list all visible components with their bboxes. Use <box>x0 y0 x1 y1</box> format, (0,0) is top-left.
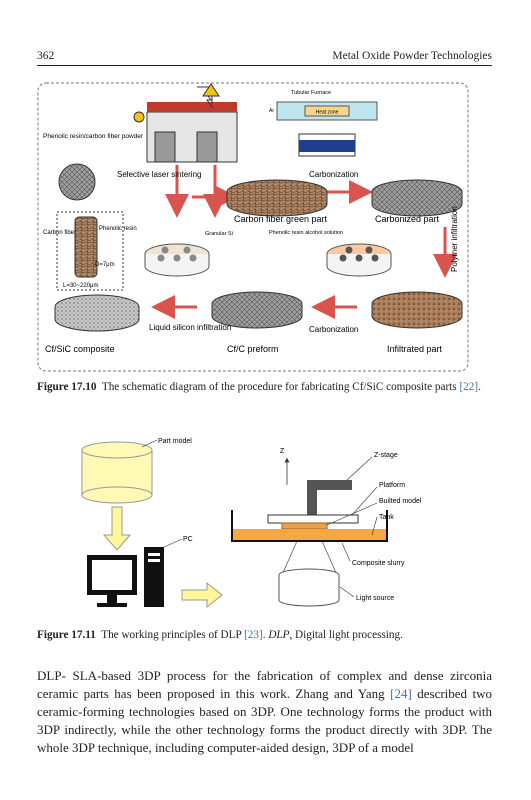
svg-text:Carbon fiber: Carbon fiber <box>43 230 76 236</box>
figure-17-10: Tubular Furnace Heat zone Ar Phenolic re… <box>37 82 469 372</box>
figure-frame <box>37 82 469 372</box>
dlp-apparatus <box>231 457 388 607</box>
figure-17-11-caption: Figure 17.11 The working principles of D… <box>37 629 403 641</box>
svg-text:Phenolic resin: Phenolic resin <box>99 226 137 232</box>
citation-link[interactable]: [22] <box>459 381 479 393</box>
carbonization-bottom-label: Carbonization <box>309 325 358 334</box>
citation-link[interactable]: [24] <box>390 686 412 701</box>
svg-text:L=30~220μm: L=30~220μm <box>63 283 98 289</box>
resin-dish <box>326 243 392 277</box>
fiber-detail: Carbon fiber Phenolic resin D=7μm L=30~2… <box>43 211 137 291</box>
preform-label: Cf/C preform <box>227 344 279 354</box>
composite-label: Cf/SiC composite <box>45 344 115 354</box>
polymer-infiltration-label: Polymer infiltration <box>450 206 459 272</box>
arrow-right <box>181 581 223 609</box>
platform-label: Platform <box>379 482 405 489</box>
green-part-disk <box>226 179 328 217</box>
tank-label: Tank <box>379 514 394 521</box>
figure-17-10-caption: Figure 17.10 The schematic diagram of th… <box>37 381 481 393</box>
svg-text:Heat zone: Heat zone <box>316 110 339 116</box>
page-number: 362 <box>37 50 55 62</box>
header-rule <box>37 65 492 66</box>
part-model-cylinder <box>81 441 153 504</box>
z-stage-label: Z-stage <box>374 452 398 459</box>
carbonization-label: Carbonization <box>309 170 358 179</box>
svg-text:Tubular Furnace: Tubular Furnace <box>291 90 331 96</box>
composite-disk <box>54 294 140 332</box>
infiltrated-label: Infiltrated part <box>387 344 443 354</box>
sls-machine <box>133 83 238 163</box>
slurry-label: Composite slurry <box>352 560 405 567</box>
svg-text:D=7μm: D=7μm <box>95 262 115 268</box>
liquid-si-label: Liquid silicon infiltration <box>149 323 231 332</box>
z-axis-label: Z <box>280 448 285 455</box>
part-model-label: Part model <box>158 438 192 445</box>
builted-model-label: Builted model <box>379 498 422 505</box>
svg-text:Ar: Ar <box>269 108 274 114</box>
pc-icon <box>87 547 164 607</box>
green-part-label: Carbon fiber green part <box>234 214 328 224</box>
preform-disk <box>211 291 303 329</box>
tubular-furnace: Tubular Furnace Heat zone Ar <box>269 90 378 157</box>
book-title: Metal Oxide Powder Technologies <box>332 50 492 62</box>
sls-label: Selective laser sintering <box>117 170 201 179</box>
infiltrated-disk <box>371 291 463 329</box>
pc-label: PC <box>183 536 193 543</box>
arrow-down <box>102 506 132 551</box>
figure-17-11: Part model PC Z Z-stage Platform Builted… <box>81 438 422 609</box>
citation-link[interactable]: [23] <box>244 629 263 641</box>
carbonized-part-disk <box>371 179 463 217</box>
powder-sphere <box>58 163 96 201</box>
si-dish <box>144 243 210 277</box>
phenolic-solution-label: Phenolic resin alcohol solution <box>269 230 343 236</box>
carbonized-part-label: Carbonized part <box>375 214 440 224</box>
powder-label: Phenolic resin/carbon fiber powder <box>43 133 144 140</box>
granular-si-label: Granular Si <box>205 231 233 237</box>
body-paragraph: DLP- SLA-based 3DP process for the fabri… <box>37 668 492 755</box>
light-source-label: Light source <box>356 595 394 602</box>
